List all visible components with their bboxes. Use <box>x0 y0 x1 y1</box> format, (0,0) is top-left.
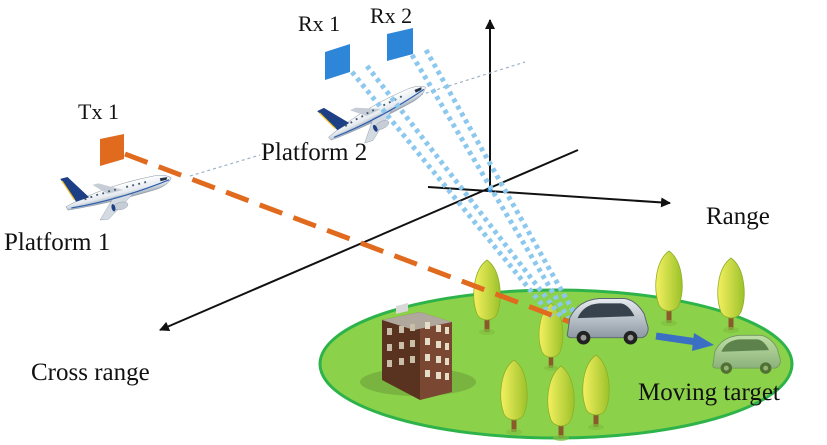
transmitter-beam <box>124 151 571 325</box>
building-icon <box>360 303 476 400</box>
rx2-label: Rx 2 <box>370 3 412 28</box>
rx1-label: Rx 1 <box>298 11 340 36</box>
moving-target-car-icon <box>566 297 649 346</box>
motion-arrow-icon <box>655 332 714 351</box>
cross-range-axis <box>159 149 579 332</box>
platform-1-aircraft-icon <box>58 152 178 230</box>
platform-2-label: Platform 2 <box>261 139 367 166</box>
platform-1-label: Platform 1 <box>4 229 110 256</box>
coordinate-axes <box>159 19 671 332</box>
range-axis-label: Range <box>706 203 770 230</box>
cross-range-axis-label: Cross range <box>31 359 150 386</box>
range-axis <box>427 186 671 208</box>
platform-1-flight-path <box>189 154 261 177</box>
target-future-position-car-icon <box>712 334 781 375</box>
platform-2-flight-path <box>419 61 526 96</box>
rx1-antenna-icon <box>325 44 350 80</box>
rx2-antenna-icon <box>387 28 413 61</box>
tx1-antenna-icon <box>100 134 124 166</box>
receiver-beams <box>350 48 580 320</box>
moving-target-label: Moving target <box>638 379 780 406</box>
tx1-label: Tx 1 <box>78 99 119 124</box>
